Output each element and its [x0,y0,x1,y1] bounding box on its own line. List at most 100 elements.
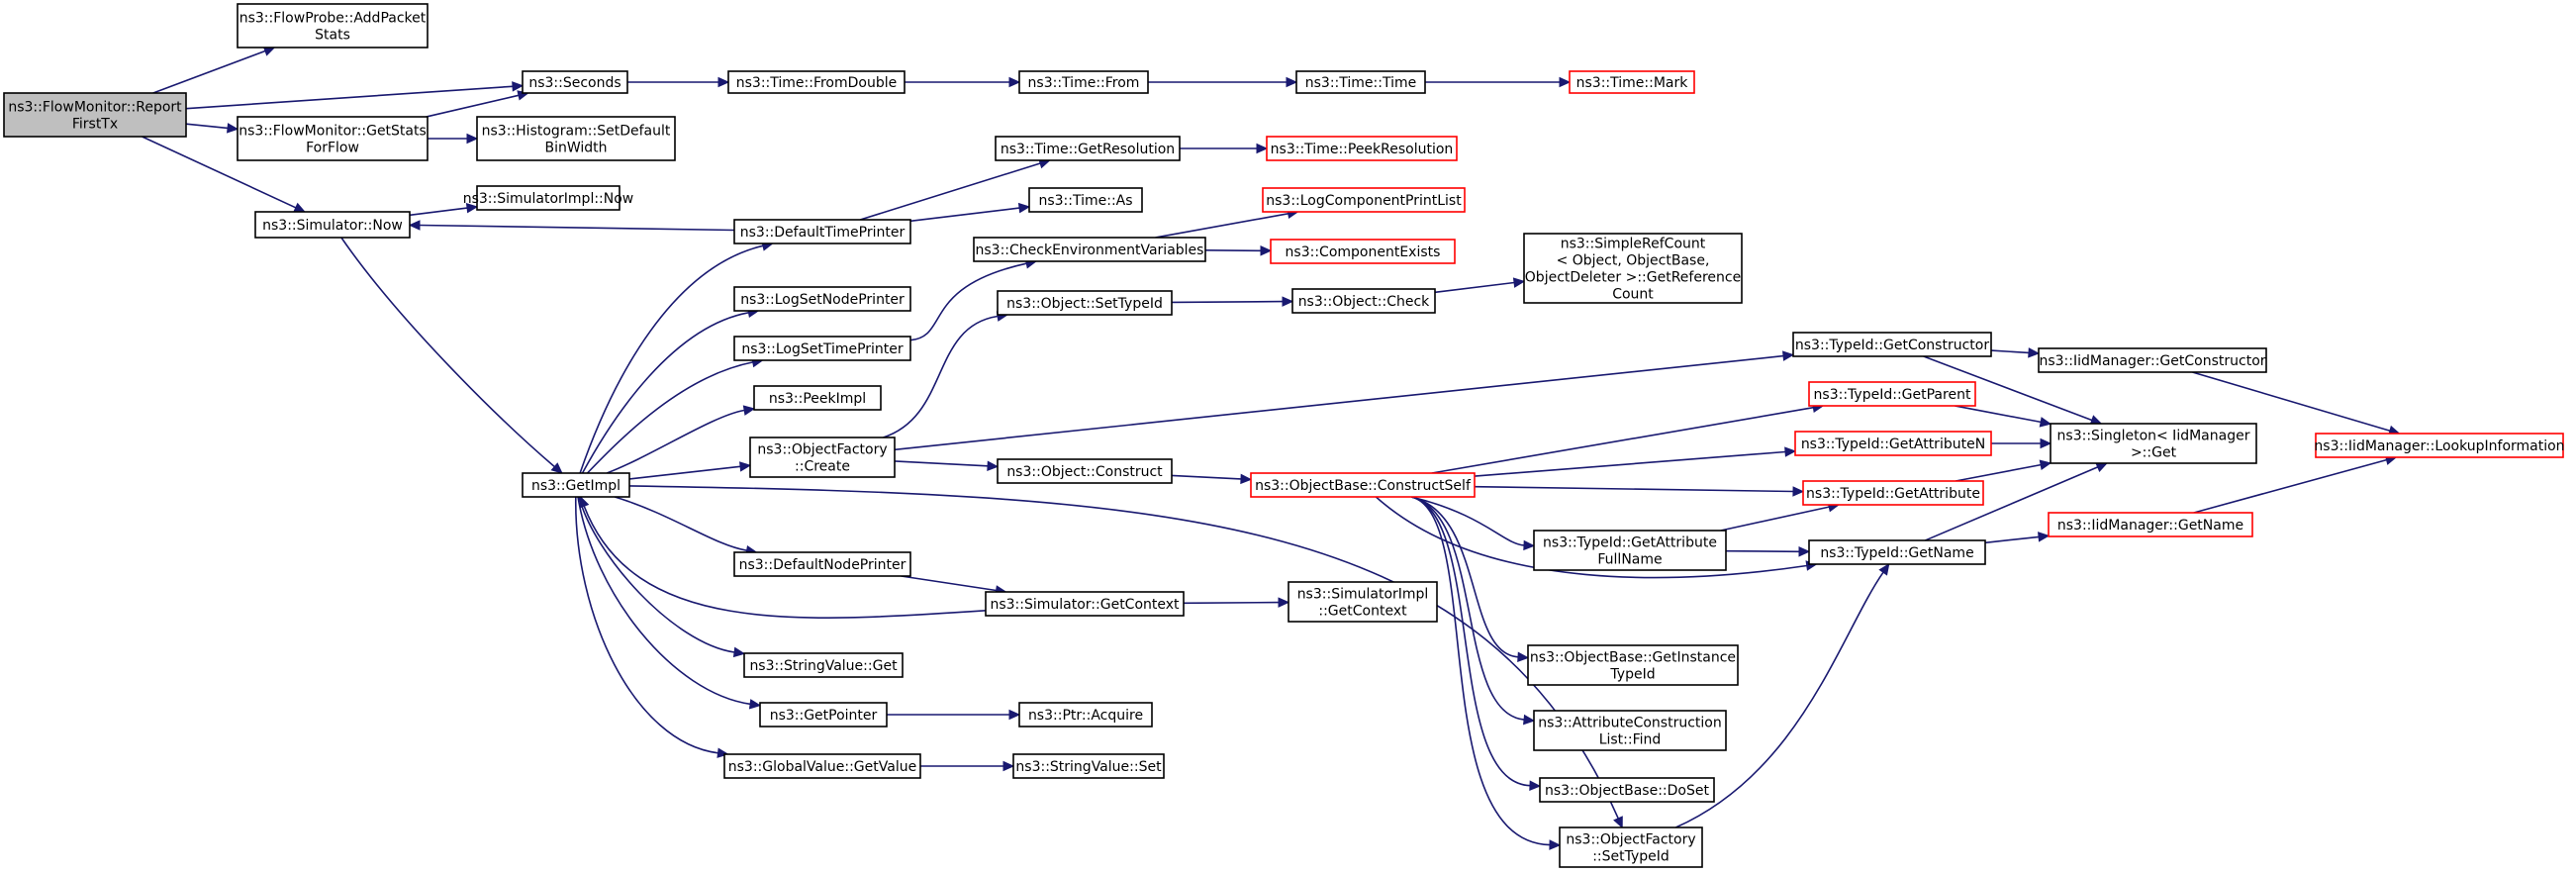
node-label: ns3::ComponentExists [1286,244,1441,260]
node-peekimpl[interactable]: ns3::PeekImpl [753,385,882,411]
node-getattributen[interactable]: ns3::TypeId::GetAttributeN [1794,431,1992,456]
node-checkenv[interactable]: ns3::CheckEnvironmentVariables [973,237,1206,262]
node-objectfactorycreate[interactable]: ns3::ObjectFactory::Create [749,437,896,478]
node-stringvalueget[interactable]: ns3::StringValue::Get [743,652,904,678]
node-objectcheck[interactable]: ns3::Object::Check [1291,288,1436,314]
node-componentexists[interactable]: ns3::ComponentExists [1270,239,1456,264]
node-typeidgetname[interactable]: ns3::TypeId::GetName [1808,539,1986,565]
edge-typeidgetname-to-iidgetname [1984,532,2051,544]
node-label: ns3::Time::Mark [1576,75,1689,91]
node-peekresolution[interactable]: ns3::Time::PeekResolution [1266,136,1458,161]
node-label: ns3::FlowProbe::AddPacket [239,11,427,27]
call-edges [142,46,2401,850]
node-getconstructor[interactable]: ns3::TypeId::GetConstructor [1792,332,1992,357]
node-mark[interactable]: ns3::Time::Mark [1569,70,1695,94]
edge-report-to-getstats [185,123,239,134]
node-getcontext[interactable]: ns3::Simulator::GetContext [985,591,1185,617]
node-getresolution[interactable]: ns3::Time::GetResolution [995,136,1181,161]
node-logcomponentprintlist[interactable]: ns3::LogComponentPrintList [1262,187,1466,213]
node-now[interactable]: ns3::Simulator::Now [254,211,411,239]
node-iidgetname[interactable]: ns3::IidManager::GetName [2048,512,2253,537]
node-label: Count [1612,287,1654,303]
node-label: ns3::Object::SetTypeId [1006,296,1163,312]
edge-objectcheck-to-simplerefcount [1434,277,1526,294]
node-label: ns3::Time::GetResolution [1001,142,1175,157]
node-label: ForFlow [306,141,359,156]
node-simplerefcount[interactable]: ns3::SimpleRefCount< Object, ObjectBase,… [1523,233,1743,304]
node-seconds[interactable]: ns3::Seconds [522,70,628,94]
node-objectconstruct[interactable]: ns3::Object::Construct [997,458,1173,484]
node-box [254,211,411,239]
node-label: BinWidth [544,141,607,156]
node-label: ns3::DefaultTimePrinter [740,225,906,241]
node-lookupinformation[interactable]: ns3::IidManager::LookupInformation [2314,433,2565,458]
node-getattribute[interactable]: ns3::TypeId::GetAttribute [1802,480,1984,506]
node-box [733,286,911,312]
node-label: ns3::FlowMonitor::GetStats [239,124,427,140]
node-getparent[interactable]: ns3::TypeId::GetParent [1808,381,1976,407]
node-globalvaluegetvalue[interactable]: ns3::GlobalValue::GetValue [723,753,921,779]
node-getimpl[interactable]: ns3::GetImpl [522,472,630,498]
edge-getconstructor-to-iidgetconstructor [1990,347,2041,358]
node-objectbasedoset[interactable]: ns3::ObjectBase::DoSet [1539,777,1715,803]
edge-timetime-to-mark [1425,76,1572,88]
node-constructself[interactable]: ns3::ObjectBase::ConstructSelf [1250,472,1476,498]
node-objectsettypeid[interactable]: ns3::Object::SetTypeId [997,290,1173,316]
edge-constructself-to-attrconstructionfind [1411,496,1536,726]
edge-constructself-to-objectbasedoset [1411,496,1542,791]
node-box [1018,702,1153,728]
edge-getimpl-to-defaultnodeprinter [614,496,758,556]
node-box [733,336,911,361]
edge-now-to-getimpl [340,237,563,474]
node-iidgetconstructor[interactable]: ns3::IidManager::GetConstructor [2038,347,2267,373]
node-label: ns3::SimulatorImpl [1297,587,1429,603]
edge-from-to-timetime [1148,76,1298,88]
node-from[interactable]: ns3::Time::From [1018,70,1149,94]
node-label: ns3::AttributeConstruction [1538,716,1721,731]
node-simimplnow[interactable]: ns3::SimulatorImpl::Now [463,185,634,211]
edge-getimpl-to-logsettimeprinter [586,356,764,474]
node-label: ns3::LogSetNodePrinter [740,292,905,308]
edge-getresolution-to-peekresolution [1179,143,1269,154]
node-defaultnodeprinter[interactable]: ns3::DefaultNodePrinter [733,551,911,577]
node-label: ns3::Time::PeekResolution [1271,142,1454,157]
node-label: ns3::IidManager::GetName [2057,518,2243,534]
node-label: ns3::Time::FromDouble [736,75,898,91]
edge-getstats-to-histogram [428,133,479,145]
node-logsettimeprinter[interactable]: ns3::LogSetTimePrinter [733,336,911,361]
node-label: ns3::TypeId::GetName [1820,545,1973,561]
node-label: ns3::Time::Time [1305,75,1416,91]
node-box [1533,530,1727,571]
node-label: ns3::ObjectFactory [757,442,887,458]
node-objectfactorysettypeid[interactable]: ns3::ObjectFactory::SetTypeId [1559,826,1703,868]
node-fromdouble[interactable]: ns3::Time::FromDouble [727,70,906,94]
node-logsetnodeprinter[interactable]: ns3::LogSetNodePrinter [733,286,911,312]
node-label: ns3::SimpleRefCount [1561,237,1706,252]
edge-defaulttimeprinter-to-timeas [909,202,1031,223]
node-box [1288,581,1438,623]
node-timetime[interactable]: ns3::Time::Time [1295,70,1426,94]
edge-getimpl-to-logsetnodeprinter [581,307,760,474]
node-stringvalueset[interactable]: ns3::StringValue::Set [1012,753,1165,779]
node-box [1539,777,1715,803]
node-simimplgetcontext[interactable]: ns3::SimulatorImpl::GetContext [1288,581,1438,623]
node-box [723,753,921,779]
node-defaulttimeprinter[interactable]: ns3::DefaultTimePrinter [733,219,911,244]
node-label: >::Get [2131,445,2177,461]
node-getpointer[interactable]: ns3::GetPointer [759,702,888,728]
node-ptracquire[interactable]: ns3::Ptr::Acquire [1018,702,1153,728]
node-box [237,3,429,49]
node-singletonget[interactable]: ns3::Singleton< IidManager>::Get [2050,423,2257,464]
node-box [753,385,882,411]
node-label: TypeId [1609,667,1655,683]
node-label: ns3::CheckEnvironmentVariables [976,243,1204,258]
edge-constructself-to-getattribute [1474,485,1805,497]
node-timeas[interactable]: ns3::Time::As [1028,187,1143,213]
